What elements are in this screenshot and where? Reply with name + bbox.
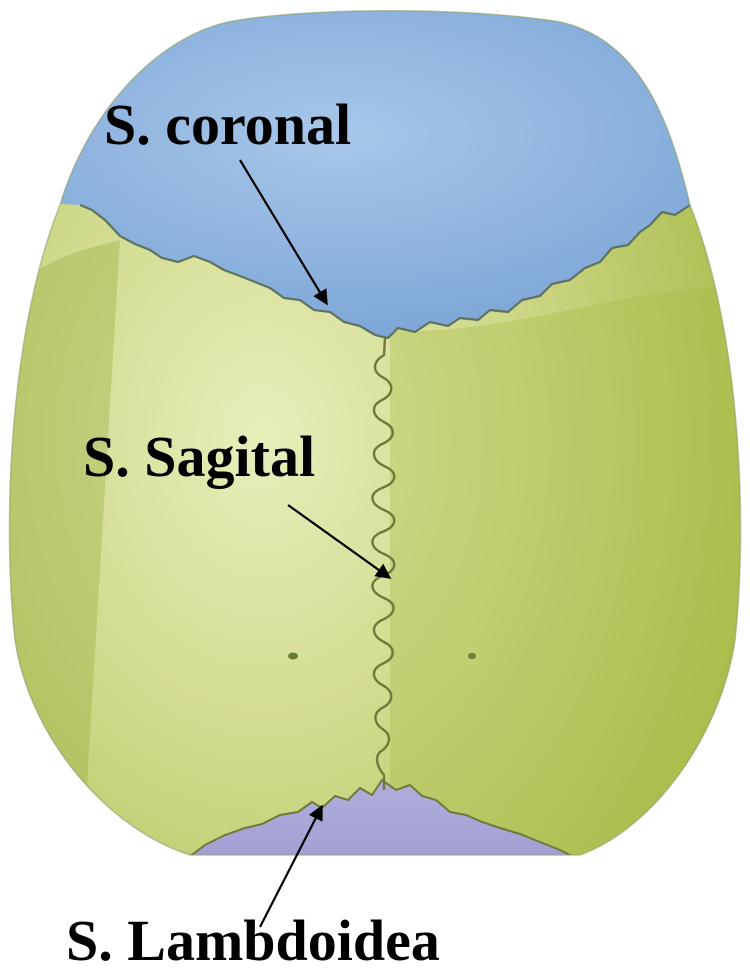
parietal-foramen-left — [288, 653, 298, 660]
lambdoid-suture-label: S. Lambdoidea — [66, 912, 440, 970]
coronal-suture-label: S. coronal — [104, 96, 351, 154]
parietal-foramen-right — [468, 653, 476, 659]
sagittal-suture-label: S. Sagital — [83, 428, 315, 486]
